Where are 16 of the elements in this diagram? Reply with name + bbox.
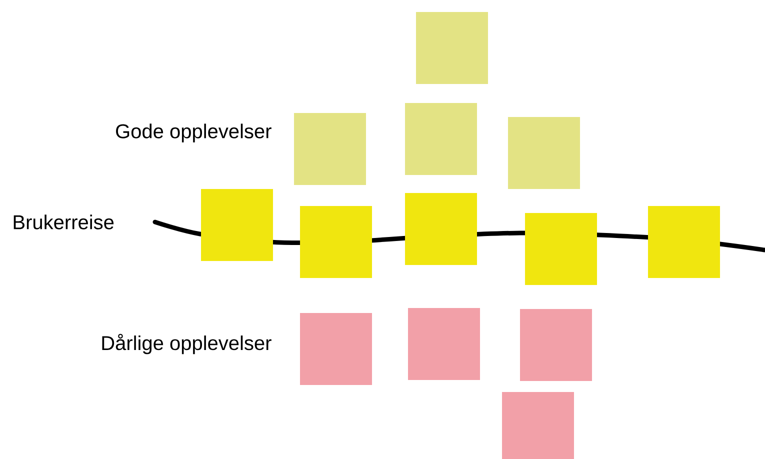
sticky-note [300, 313, 372, 385]
sticky-note [648, 206, 720, 278]
sticky-note [300, 206, 372, 278]
row-label: Brukerreise [14, 214, 114, 230]
sticky-note [294, 113, 366, 185]
sticky-note [408, 308, 480, 380]
sticky-note [405, 103, 477, 175]
sticky-note [520, 309, 592, 381]
sticky-note [201, 189, 273, 261]
sticky-note [405, 193, 477, 265]
sticky-note [508, 117, 580, 189]
row-label: Gode opplevelser [116, 124, 272, 142]
sticky-note [502, 392, 574, 459]
sticky-note [525, 213, 597, 285]
sticky-note [416, 12, 488, 84]
row-label: Dårlige opplevelser [102, 334, 272, 354]
